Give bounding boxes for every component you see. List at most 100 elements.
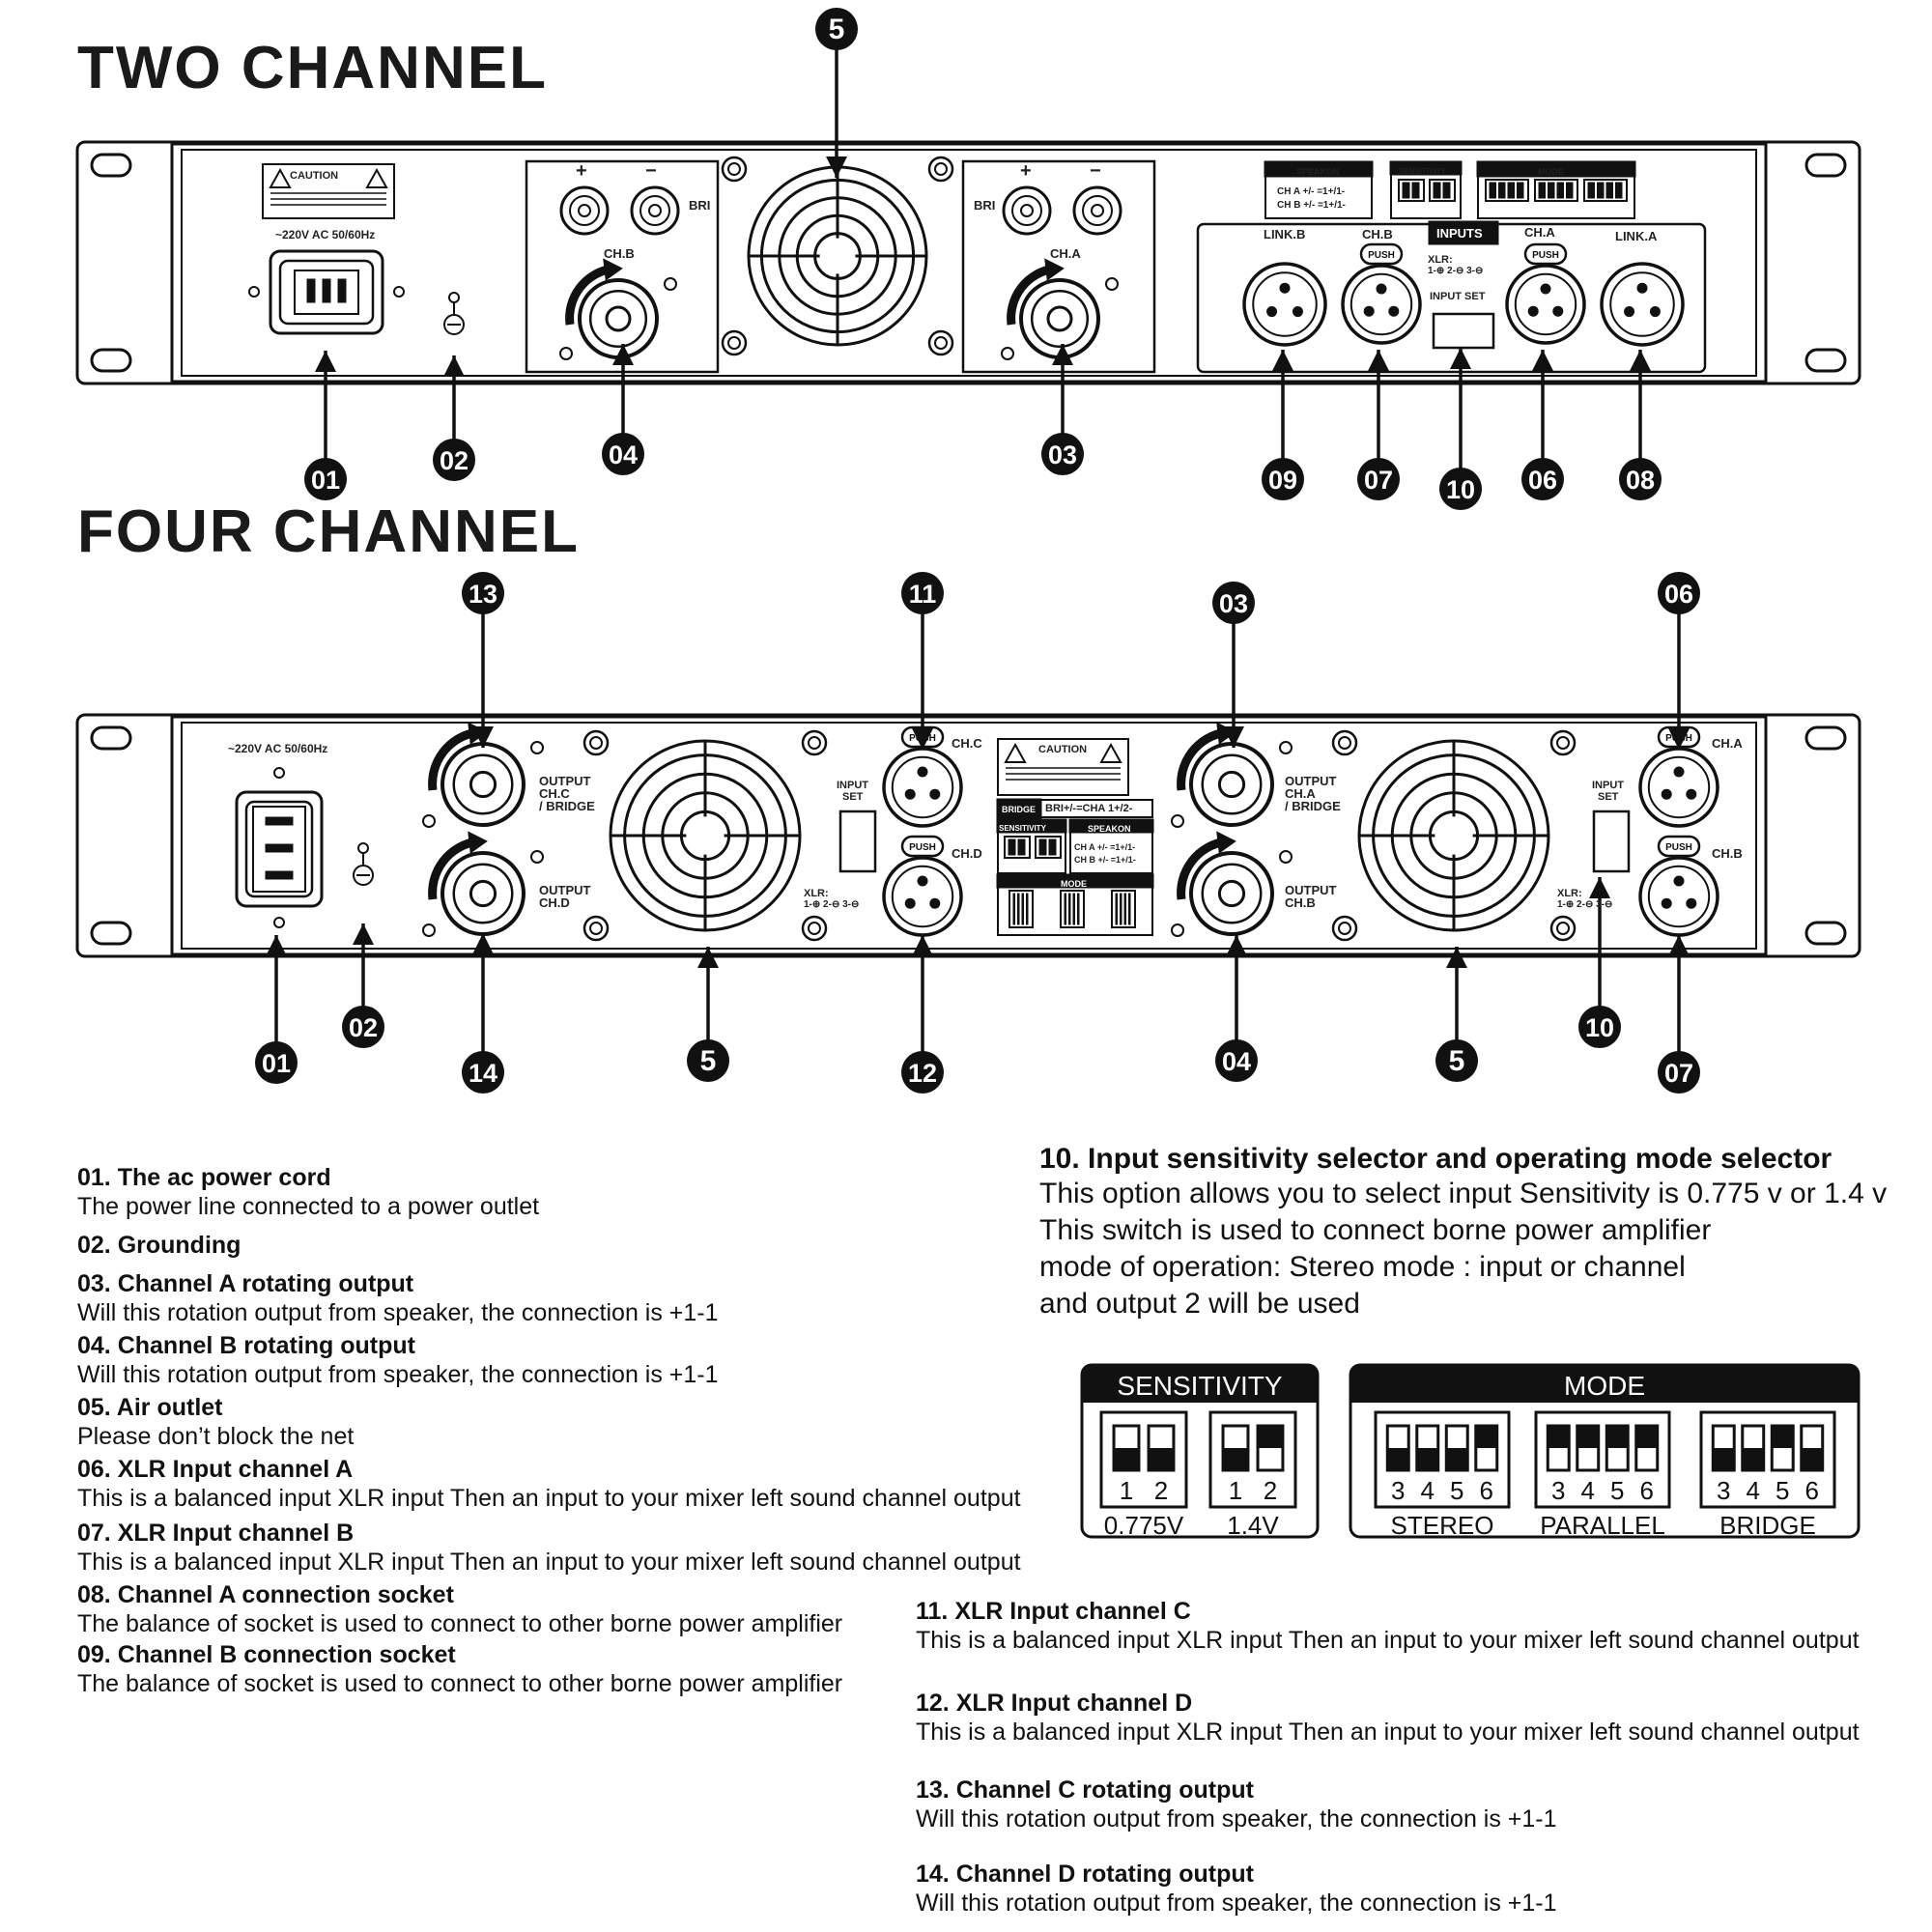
dip-switch-number: 6 [1805,1476,1819,1505]
callout-marker [1215,1039,1258,1082]
dip-switch-lever [1026,893,1029,925]
dip-switch-slot [1221,1424,1250,1472]
xlr-pin [1636,282,1648,294]
mode-selector-header [1350,1365,1859,1403]
plus-label-chb: + [576,160,587,182]
warning-icon [365,167,388,188]
xlr-label-cd: XLR: [804,888,829,899]
xlr-pin [1552,305,1564,317]
callout-number: 5 [700,1045,717,1077]
lock-arrow-head [1044,258,1065,281]
dip-switch-slot [1576,1424,1601,1472]
xlr-input-connector [1647,865,1711,928]
callout-number: 04 [609,440,638,469]
callout-number: 03 [1219,589,1248,618]
binding-post [1002,185,1052,236]
description-heading: 13. Channel C rotating output [916,1776,1254,1804]
description-text: Will this rotation output from speaker, … [77,1361,719,1388]
xlr-pin [1661,788,1672,800]
two-channel-rack-frame [75,140,1861,385]
callout-marker [1619,458,1662,500]
push-label: PUSH [1368,250,1395,261]
dip-switch-slot [1634,1424,1660,1472]
description-heading: 08. Channel A connection socket [77,1581,454,1608]
mounting-screw [1001,347,1014,360]
warning-icon [269,167,292,188]
dip-switch-lever [1120,893,1122,925]
description-heading: 11. XLR Input channel C [916,1598,1191,1625]
fan-screw [934,162,948,176]
callout-number: 04 [1222,1047,1251,1076]
callout-marker [1212,582,1255,624]
dip-switch-slot [1112,1424,1141,1472]
dip-switch-lever [1615,182,1623,199]
input-set-switch [1592,810,1631,873]
speakon-info-header [1264,160,1374,178]
dip-switch-slot [1741,1424,1766,1472]
bri-label-cha: BRI [974,198,996,213]
callout-arrowhead [912,935,933,956]
mounting-screw [393,286,405,298]
callout-marker [1578,1006,1621,1048]
fan-screw [801,915,828,942]
mounting-screw [1105,277,1119,291]
callout-arrowhead [443,355,465,377]
output-chc-line3: / BRIDGE [539,799,595,813]
ground-symbol [443,314,465,335]
xlr-label-two: XLR: [1428,254,1453,266]
dip-switch-lever [1012,893,1015,925]
output-chb-line2: CH.B [1285,895,1316,910]
fan-screw [934,336,948,350]
callout-arrowhead [1226,935,1247,956]
xlr-pins-two: 1-⊕ 2-⊖ 3-⊖ [1428,266,1484,276]
chb-output-panel [525,159,720,374]
chb-input-label-four: CH.B [1712,846,1743,861]
description-text: The power line connected to a power outl… [77,1193,540,1220]
dip-switch-number: 3 [1391,1476,1405,1505]
callout-marker [1521,458,1564,500]
set-label-ab: SET [1598,791,1619,803]
description-text: This is a balanced input XLR input Then … [916,1719,1860,1746]
lock-arrow-head [1216,831,1236,854]
callout-arrowhead [1272,350,1293,371]
two-channel-chassis-inner [181,149,1757,377]
xlr-input-connector [1638,856,1719,937]
rack-ear-slot [1804,921,1847,946]
binding-post [1091,204,1104,217]
caution-label-two: CAUTION [290,170,339,182]
rack-ear-slot [1804,348,1847,373]
xlr-pin [1363,305,1375,317]
dip-switch-lever [1021,893,1024,925]
callout-arrowhead [315,351,336,372]
sensitivity-info-header [1389,160,1463,176]
dip-switch-number: 4 [1581,1476,1595,1505]
binding-post [630,185,680,236]
dip-switch-lever [1416,1448,1438,1470]
xlr-pins-ab: 1-⊕ 2-⊖ 3-⊖ [1557,899,1613,910]
description-heading: 04. Channel B rotating output [77,1332,415,1359]
dip-switch-number: 2 [1154,1476,1168,1505]
xlr-pin [917,766,928,778]
description-heading: 09. Channel B connection socket [77,1641,456,1668]
mounting-screw [1279,850,1293,864]
speakon-label: SPEAKON [1296,167,1340,177]
input-label-ab: INPUT [1592,780,1624,791]
inputs-label: INPUTS [1436,226,1483,241]
mode-small-label-four: MODE [1061,879,1087,889]
xlr-pin [929,788,941,800]
xlr-pin [904,788,916,800]
plus-label-cha: + [1020,160,1032,182]
input-label-cd: INPUT [837,780,868,791]
callout-marker [433,439,475,481]
bridge-label: BRIDGE [1002,805,1037,814]
dip-switch-lever [1149,1448,1174,1470]
rack-ear-slot [90,153,132,178]
speakon-line1: CH A +/- =1+/1- [1277,186,1346,197]
dip-switch [1060,890,1085,928]
